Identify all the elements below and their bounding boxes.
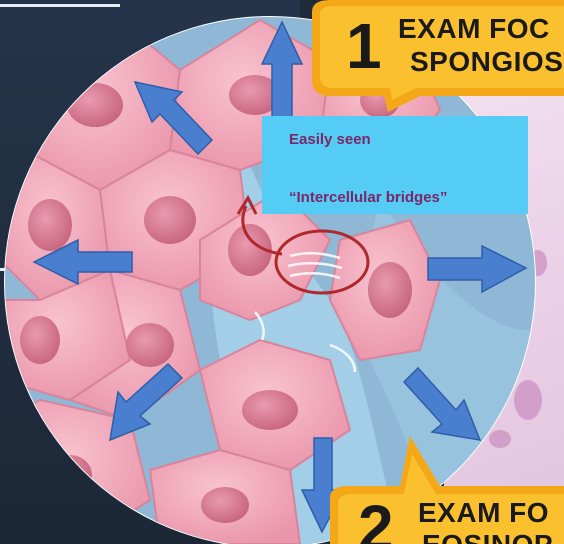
annotation-callout: Easily seen “Intercellular bridges” <box>262 116 528 214</box>
badge-1-number: 1 <box>346 14 382 78</box>
callout-line-2: “Intercellular bridges” <box>289 189 447 206</box>
callout-line-1: Easily seen <box>289 131 371 148</box>
badge-2-line-2: EOSINOP <box>422 530 553 544</box>
badge-2-number: 2 <box>358 496 394 544</box>
badge-1-line-1: EXAM FOC <box>398 14 550 43</box>
badge-1-line-2: SPONGIOS <box>410 47 563 76</box>
badge-2-line-1: EXAM FO <box>418 498 549 527</box>
